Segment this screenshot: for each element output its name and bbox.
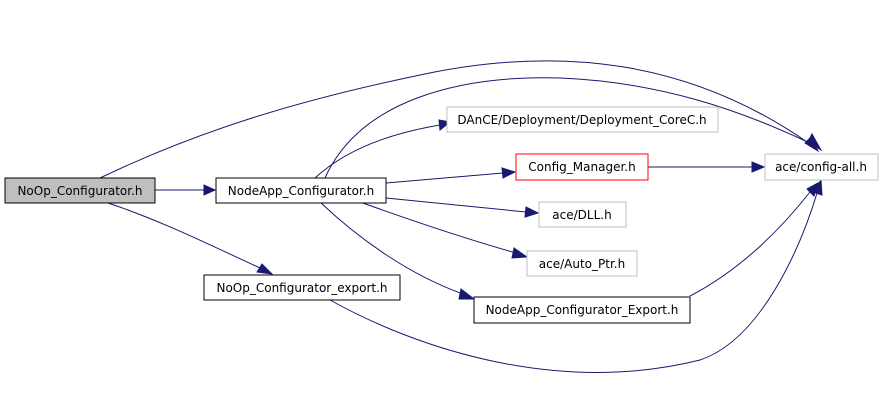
edge-nodeapp-to-nodeapp-export xyxy=(319,201,476,300)
node-deployment-corec[interactable]: DAnCE/Deployment/Deployment_CoreC.h xyxy=(446,106,719,133)
node-label: ace/DLL.h xyxy=(552,208,611,222)
node-noop-configurator-export[interactable]: NoOp_Configurator_export.h xyxy=(203,274,401,301)
node-label: NodeApp_Configurator_Export.h xyxy=(486,303,679,317)
node-label: DAnCE/Deployment/Deployment_CoreC.h xyxy=(457,113,706,127)
node-ace-dll[interactable]: ace/DLL.h xyxy=(538,201,627,228)
edge-noop-to-nodeapp xyxy=(155,184,217,196)
node-label: Config_Manager.h xyxy=(528,160,635,174)
edge-nodeapp-export-to-config-all xyxy=(689,181,819,297)
edge-nodeapp-to-config-all xyxy=(324,77,823,179)
node-noop-configurator[interactable]: NoOp_Configurator.h xyxy=(4,177,156,204)
node-label: ace/config-all.h xyxy=(775,160,867,174)
node-nodeapp-configurator-export[interactable]: NodeApp_Configurator_Export.h xyxy=(473,296,691,324)
edge-config-manager-to-config-all xyxy=(648,161,766,173)
edge-nodeapp-to-deployment-corec xyxy=(314,119,452,179)
node-config-manager[interactable]: Config_Manager.h xyxy=(515,153,649,181)
node-label: NoOp_Configurator.h xyxy=(17,184,142,198)
node-label: NodeApp_Configurator.h xyxy=(228,184,374,198)
edge-noop-to-noop-export xyxy=(104,201,274,275)
edge-nodeapp-to-config-manager xyxy=(385,167,517,184)
nodes: NoOp_Configurator.h NodeApp_Configurator… xyxy=(4,106,879,324)
node-nodeapp-configurator[interactable]: NodeApp_Configurator.h xyxy=(215,177,387,204)
node-label: NoOp_Configurator_export.h xyxy=(216,281,387,295)
node-config-all[interactable]: ace/config-all.h xyxy=(764,153,879,181)
node-ace-auto-ptr[interactable]: ace/Auto_Ptr.h xyxy=(526,250,638,277)
edge-nodeapp-to-dll xyxy=(385,197,540,218)
node-label: ace/Auto_Ptr.h xyxy=(539,257,625,271)
edge-nodeapp-to-auto-ptr xyxy=(359,201,529,259)
